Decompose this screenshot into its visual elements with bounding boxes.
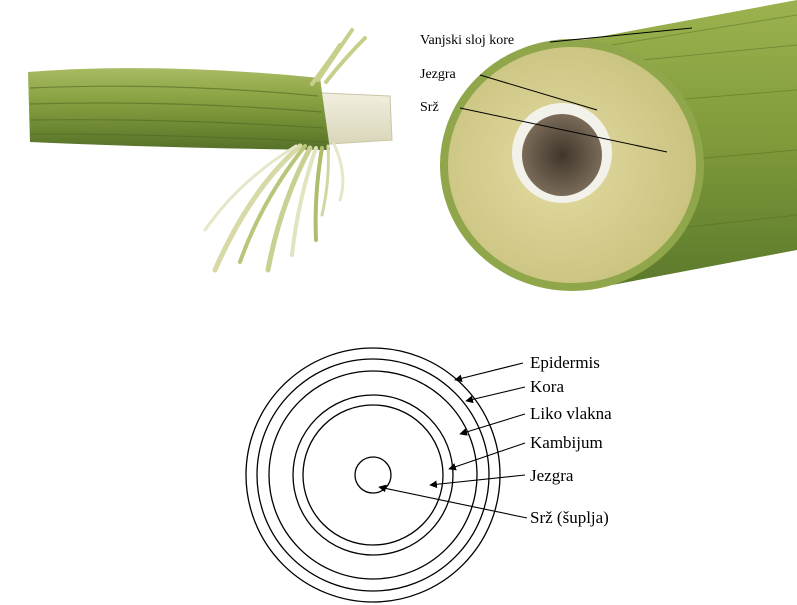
ring-cambium [293,395,453,555]
label-bast-fibers: Liko vlakna [530,404,612,423]
ring-core [303,405,443,545]
ring-pith [355,457,391,493]
label-cambium: Kambijum [530,433,603,452]
label-epidermis: Epidermis [530,353,600,372]
ring-bast-fibers [269,371,477,579]
label-core-diagram: Jezgra [530,466,574,485]
stem-layers-diagram: Epidermis Kora Liko vlakna Kambijum Jezg… [0,300,797,605]
arrow-epidermis [455,363,523,380]
label-pith-hollow: Srž (šuplja) [530,508,609,527]
ring-cortex [257,359,489,591]
stem-cross-section-photo: Vanjski sloj kore Jezgra Srž [412,0,797,295]
pith-cavity [522,114,602,196]
stem-with-peeled-fibers-photo [0,0,405,295]
label-core-photo: Jezgra [420,67,457,82]
label-outer-bark: Vanjski sloj kore [420,33,514,48]
arrow-cortex [466,387,525,401]
ring-epidermis [246,348,500,602]
arrow-cambium [449,443,525,469]
label-pith-photo: Srž [420,100,439,115]
arrow-pith [379,487,527,518]
label-cortex: Kora [530,377,564,396]
